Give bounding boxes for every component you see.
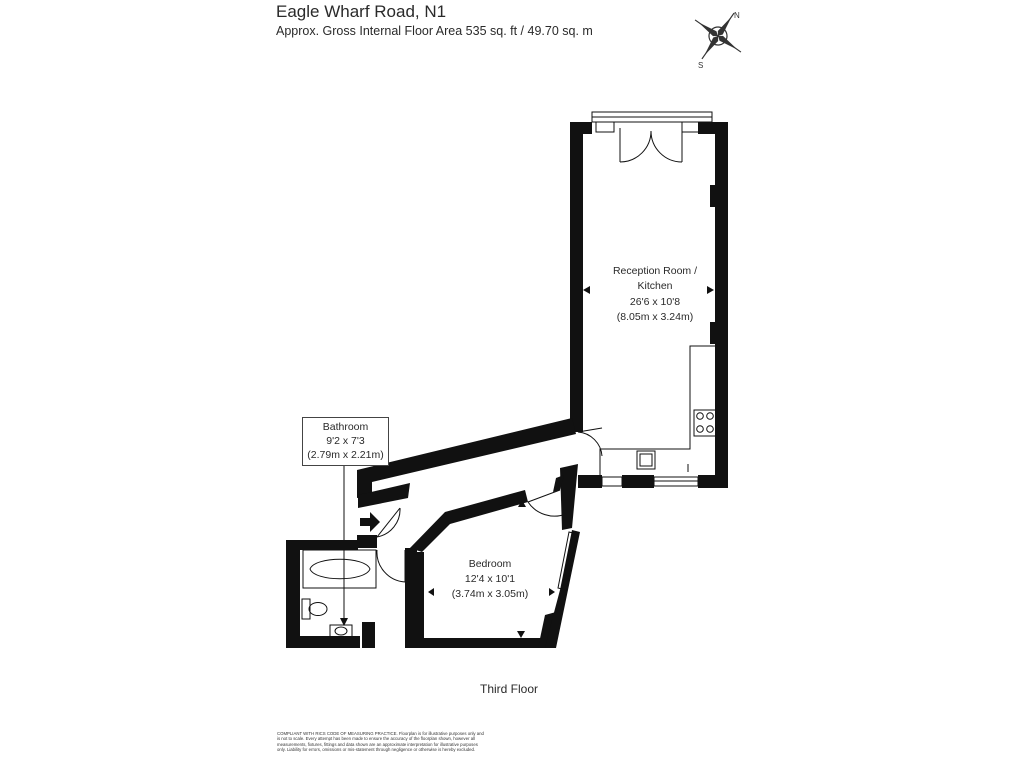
reception-name-line2: Kitchen [637, 280, 673, 292]
bathroom-door [376, 549, 406, 583]
bedroom-door [527, 489, 567, 517]
reception-dims-imperial: 26'6 x 10'8 [629, 296, 681, 308]
basin [329, 624, 353, 638]
bathroom-dims-imperial: 9'2 x 7'3 [326, 435, 365, 447]
dimension-markers [410, 286, 714, 638]
bathtub [302, 549, 377, 589]
bathroom-label-box: Bathroom 9'2 x 7'3 (2.79m x 2.21m) [302, 417, 389, 466]
reception-walls [570, 122, 728, 488]
bathroom-dims-metric: (2.79m x 2.21m) [307, 449, 384, 461]
hallway-walls [357, 418, 576, 548]
reception-top-window [591, 111, 713, 133]
plan-title: Eagle Wharf Road, N1 [276, 2, 447, 21]
french-doors [619, 128, 683, 163]
floor-label: Third Floor [480, 682, 539, 696]
disclaimer-text: COMPLIANT WITH RICS CODE OF MEASURING PR… [277, 731, 484, 753]
floor-area-subtitle: Approx. Gross Internal Floor Area 535 sq… [276, 24, 593, 38]
toilet [301, 598, 328, 620]
reception-door [577, 427, 603, 457]
kitchen-counter [599, 345, 717, 475]
reception-name-line1: Reception Room / [612, 265, 698, 277]
bathroom-name: Bathroom [322, 421, 369, 433]
bedroom-walls [410, 464, 578, 648]
entrance-arrow-icon [360, 512, 380, 532]
compass-south-label: S [698, 61, 703, 70]
bedroom-name: Bedroom [468, 558, 512, 570]
reception-bottom-window [601, 476, 699, 487]
bedroom-dims-metric: (3.74m x 3.05m) [451, 588, 529, 600]
compass-icon: N S [694, 11, 742, 70]
bathroom-walls [286, 540, 417, 648]
bedroom-window [557, 531, 578, 591]
compass-north-label: N [734, 11, 740, 20]
bathroom-pointer-arrow [340, 618, 348, 626]
bedroom-dims-imperial: 12'4 x 10'1 [464, 573, 516, 585]
reception-dims-metric: (8.05m x 3.24m) [616, 311, 694, 323]
entry-door [376, 507, 401, 538]
